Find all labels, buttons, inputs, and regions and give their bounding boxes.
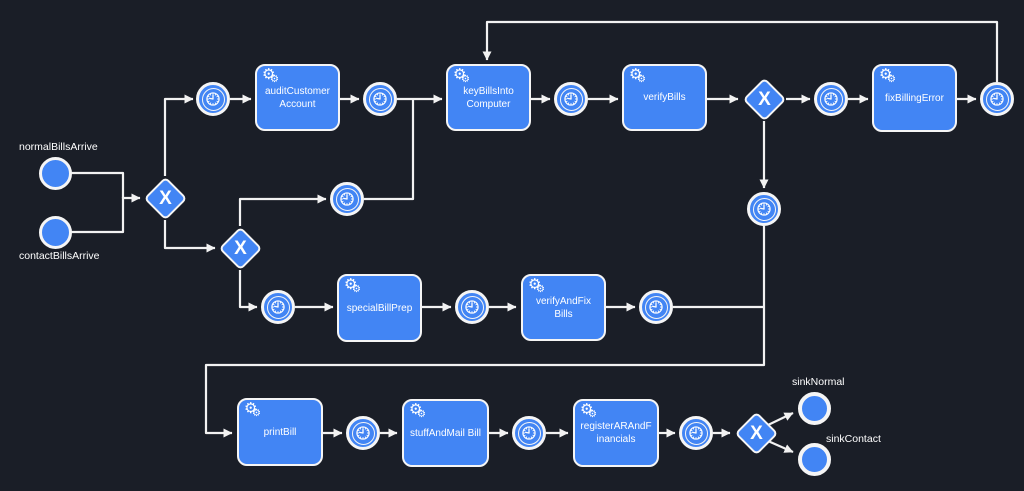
timer-inner-ring <box>368 87 392 111</box>
task-label-keyBillsIntoComputer: keyBillsInto Computer <box>463 85 514 110</box>
timer-inner-ring <box>559 87 583 111</box>
task-label-auditCustomerAccount: auditCustomer Account <box>264 85 331 110</box>
timer-12-timer-event[interactable] <box>512 416 546 450</box>
timer-inner-ring <box>517 421 541 445</box>
clock-icon <box>465 300 479 314</box>
gateway-x-marker: X <box>749 422 763 443</box>
task-verifyAndFixBills[interactable]: ⚙⚙verifyAndFix Bills <box>521 274 606 341</box>
timer-inner-ring <box>351 421 375 445</box>
task-label-verifyAndFixBills: verifyAndFix Bills <box>535 295 591 320</box>
start-event-contactBillsArrive[interactable] <box>38 215 72 249</box>
sequence-flow-edge <box>163 94 194 176</box>
sequence-flow-edge <box>204 226 766 438</box>
service-task-gear-small-icon: ⚙ <box>270 74 279 85</box>
service-task-gear-small-icon: ⚙ <box>417 409 426 420</box>
label-normalBillsArrive: normalBillsArrive <box>19 141 98 153</box>
service-task-gear-icon: ⚙⚙ <box>629 66 646 85</box>
clock-icon <box>522 426 536 440</box>
label-sinkContact: sinkContact <box>826 433 881 445</box>
timer-inner-ring <box>201 87 225 111</box>
task-fixBillingError[interactable]: ⚙⚙ fixBillingError <box>872 64 957 132</box>
timer-9-timer-event[interactable] <box>455 290 489 324</box>
clock-icon <box>373 92 387 106</box>
sequence-flow-edge <box>71 171 141 203</box>
sequence-flow-edge <box>238 270 258 312</box>
sequence-flow-edge <box>767 412 794 426</box>
label-contactBillsArrive: contactBillsArrive <box>19 250 100 262</box>
timer-inner-ring <box>644 295 668 319</box>
timer-13-timer-event[interactable] <box>679 416 713 450</box>
sequence-flow-edge <box>163 220 216 253</box>
service-task-gear-small-icon: ⚙ <box>461 74 470 85</box>
service-task-gear-small-icon: ⚙ <box>588 409 597 420</box>
clock-icon <box>206 92 220 106</box>
timer-inner-ring <box>684 421 708 445</box>
task-auditCustomerAccount[interactable]: ⚙⚙auditCustomer Account <box>255 64 340 131</box>
task-printBill[interactable]: ⚙⚙printBill <box>237 398 323 466</box>
sequence-flow-edge <box>364 100 415 201</box>
clock-icon <box>824 92 838 106</box>
clock-icon <box>649 300 663 314</box>
clock-icon <box>356 426 370 440</box>
timer-inner-ring <box>266 295 290 319</box>
timer-3-timer-event[interactable] <box>554 82 588 116</box>
task-registerARAndFinancials[interactable]: ⚙⚙registerARAndF inancials <box>573 399 659 467</box>
service-task-gear-icon: ⚙⚙ <box>580 401 597 420</box>
gateway-x-marker: X <box>158 187 172 208</box>
service-task-gear-small-icon: ⚙ <box>887 74 896 85</box>
timer-inner-ring <box>335 187 359 211</box>
clock-icon <box>990 92 1004 106</box>
service-task-gear-small-icon: ⚙ <box>536 284 545 295</box>
task-label-printBill: printBill <box>263 426 297 438</box>
gateway-x-marker: X <box>757 88 771 109</box>
service-task-gear-icon: ⚙⚙ <box>409 401 426 420</box>
timer-inner-ring <box>985 87 1009 111</box>
service-task-gear-icon: ⚙⚙ <box>244 400 261 419</box>
timer-7-timer-event[interactable] <box>747 192 781 226</box>
end-event-sinkContact[interactable] <box>797 442 831 476</box>
service-task-gear-icon: ⚙⚙ <box>453 66 470 85</box>
task-keyBillsIntoComputer[interactable]: ⚙⚙keyBillsInto Computer <box>446 64 531 131</box>
sequence-flow-edge <box>238 194 327 226</box>
service-task-gear-icon: ⚙⚙ <box>344 276 361 295</box>
sequence-flow-edge <box>482 20 999 82</box>
timer-8-timer-event[interactable] <box>261 290 295 324</box>
timer-inner-ring <box>460 295 484 319</box>
service-task-gear-icon: ⚙⚙ <box>879 66 896 85</box>
service-task-gear-small-icon: ⚙ <box>352 284 361 295</box>
task-label-fixBillingError: fixBillingError <box>885 92 944 104</box>
task-verifyBills[interactable]: ⚙⚙ verifyBills <box>622 64 707 131</box>
task-specialBillPrep[interactable]: ⚙⚙ specialBillPrep <box>337 274 422 342</box>
gateway-x-marker: X <box>233 237 247 258</box>
timer-11-timer-event[interactable] <box>346 416 380 450</box>
task-stuffAndMailBill[interactable]: ⚙⚙ stuffAndMail Bill <box>402 399 489 467</box>
timer-10-timer-event[interactable] <box>639 290 673 324</box>
clock-icon <box>564 92 578 106</box>
service-task-gear-icon: ⚙⚙ <box>528 276 545 295</box>
task-label-stuffAndMailBill: stuffAndMail Bill <box>410 427 481 439</box>
clock-icon <box>340 192 354 206</box>
timer-inner-ring <box>819 87 843 111</box>
label-sinkNormal: sinkNormal <box>792 376 845 388</box>
task-label-verifyBills: verifyBills <box>643 92 686 103</box>
sequence-flow-edge <box>71 197 125 234</box>
end-event-sinkNormal[interactable] <box>797 391 831 425</box>
task-label-specialBillPrep: specialBillPrep <box>346 302 413 314</box>
timer-5-timer-event[interactable] <box>980 82 1014 116</box>
clock-icon <box>271 300 285 314</box>
service-task-gear-small-icon: ⚙ <box>637 74 646 85</box>
timer-6-timer-event[interactable] <box>330 182 364 216</box>
timer-1-timer-event[interactable] <box>196 82 230 116</box>
clock-icon <box>757 202 771 216</box>
service-task-gear-small-icon: ⚙ <box>252 408 261 419</box>
task-label-registerARAndFinancials: registerARAndF inancials <box>580 421 652 445</box>
service-task-gear-icon: ⚙⚙ <box>262 66 279 85</box>
sequence-flow-edge <box>767 439 794 454</box>
start-event-normalBillsArrive[interactable] <box>38 156 72 190</box>
clock-icon <box>689 426 703 440</box>
timer-4-timer-event[interactable] <box>814 82 848 116</box>
timer-inner-ring <box>752 197 776 221</box>
timer-2-timer-event[interactable] <box>363 82 397 116</box>
